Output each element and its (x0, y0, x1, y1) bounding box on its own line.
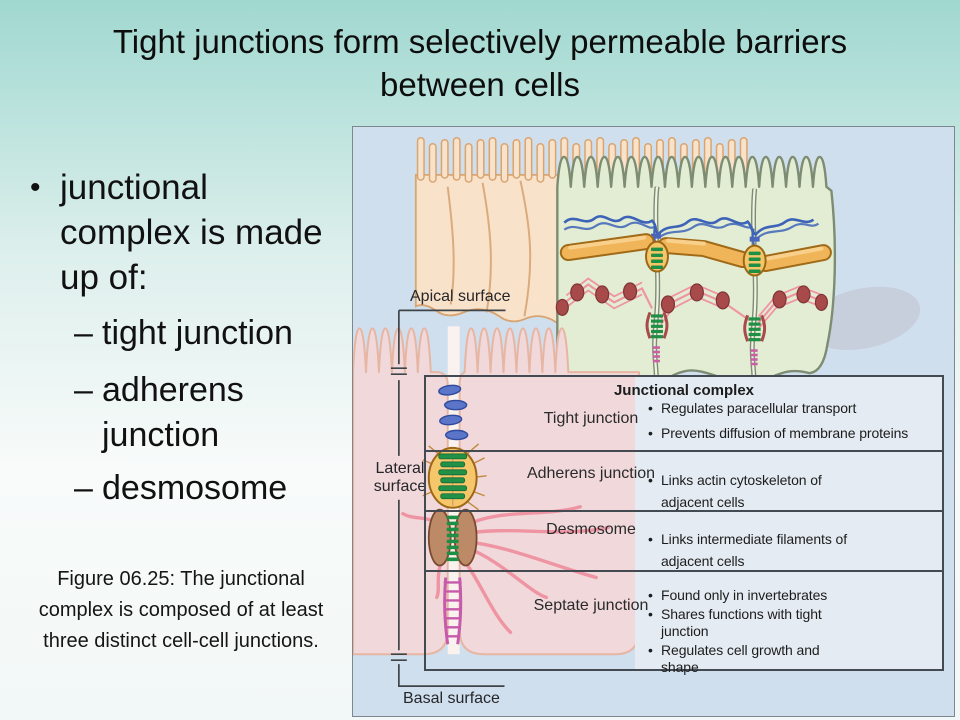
dash-marker: – (74, 371, 93, 409)
table-header: Junctional complex (613, 382, 755, 399)
slide-title: Tight junctions form selectively permeab… (112, 23, 848, 103)
row-separator (426, 450, 942, 452)
bullet-text: junctional complex is made up of: (60, 168, 323, 297)
tight-junction-icon (438, 384, 469, 441)
green-cell-block (555, 155, 837, 387)
row-label-desmosome: Desmosome (546, 521, 636, 538)
cell-block-shadow (806, 286, 921, 350)
bullet-dot: • (648, 472, 653, 488)
lateral-bracket (390, 380, 407, 662)
lateral-surface-label: Lateral surface (373, 460, 427, 495)
row-label-adherens-junction: Adherens junction (526, 465, 656, 482)
figure-caption: Figure 06.25: The junctional complex is … (38, 568, 324, 652)
row-label-tight-junction: Tight junction (543, 410, 639, 427)
row-label-septate-junction: Septate junction (533, 597, 649, 614)
junctional-complex-table: Junctional complex Tight junction Adhere… (424, 375, 944, 675)
desmosome-zippers-3d (651, 314, 761, 342)
bullet-dot: • (648, 400, 653, 416)
adherens-actin-belts (559, 233, 832, 273)
bullet-marker: • (30, 171, 41, 204)
bullet-dot: • (648, 641, 653, 658)
sub-bullet-tight-junction: – tight junction (74, 311, 293, 356)
tight-junction-description: •Regulates paracellular transport •Preve… (648, 400, 909, 441)
bullet-dot: • (648, 531, 653, 547)
dash-marker: – (74, 469, 93, 507)
bullet-dot: • (648, 605, 653, 622)
adherens-junction-icon (422, 443, 487, 511)
sub-bullet-adherens-junction: – adherens junction (74, 368, 244, 458)
bullet-junctional-complex: • junctional complex is made up of: (30, 165, 323, 300)
apical-surface-label: Apical surface (410, 288, 511, 305)
desmosome-icon (401, 505, 610, 634)
desmosome-plaques-3d (555, 282, 829, 342)
septate-junction-description: •Found only in invertebrates •Shares fun… (648, 587, 828, 675)
adherens-junction-3d (645, 240, 767, 277)
epithelium-illustration (353, 136, 921, 687)
apical-bracket (390, 309, 506, 376)
adherens-junction-description: •Links actin cytoskeleton of adjacent ce… (648, 469, 944, 513)
basal-surface-label: Basal surface (403, 690, 500, 707)
bullet-dot: • (648, 425, 653, 441)
figure-panel: Apical surface Lateral surface Basal sur… (352, 126, 955, 717)
basal-bracket (398, 664, 505, 687)
dash-marker: – (74, 314, 93, 352)
row-separator (426, 510, 942, 512)
septate-dots-3d (653, 346, 758, 366)
desmosome-description: •Links intermediate filaments of adjacen… (648, 528, 944, 572)
septate-junction-icon (443, 577, 463, 645)
surface-brackets (390, 309, 506, 687)
sub-bullet-desmosome: – desmosome (74, 466, 287, 511)
table-description-background (635, 377, 942, 669)
row-separator (426, 570, 942, 572)
bullet-dot: • (648, 587, 653, 603)
